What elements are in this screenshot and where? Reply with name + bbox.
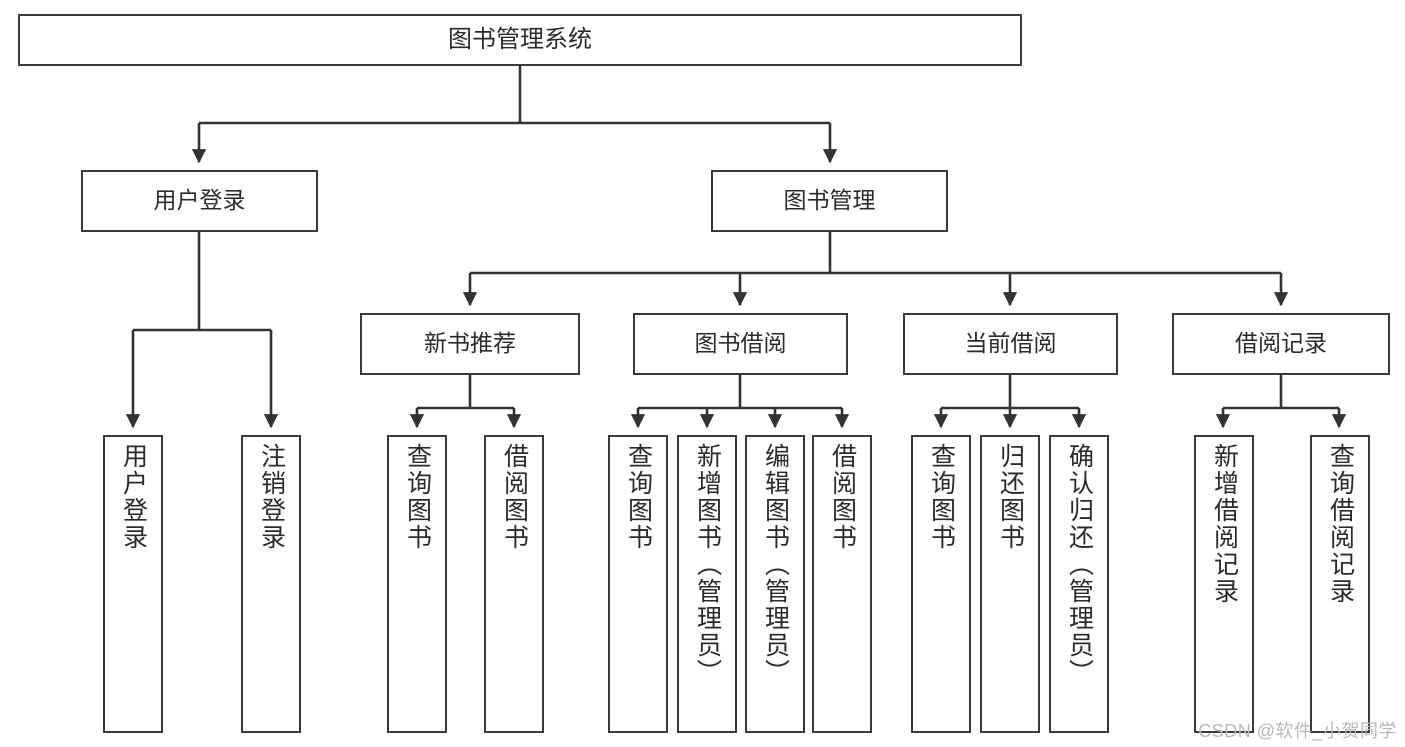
node-label: 图书借阅 — [694, 330, 787, 357]
node-leaf-user-logout[interactable]: 注销登录 — [241, 435, 301, 733]
node-label: 借阅记录 — [1235, 330, 1327, 357]
node-label: 查询借阅记录 — [1326, 443, 1355, 605]
node-label: 查询图书 — [624, 443, 653, 551]
node-leaf-current-query-book[interactable]: 查询图书 — [911, 435, 971, 733]
node-label: 图书管理 — [783, 187, 876, 214]
node-borrow-record[interactable]: 借阅记录 — [1172, 313, 1390, 375]
node-label: 查询图书 — [403, 443, 432, 551]
node-label: 新书推荐 — [424, 330, 516, 357]
node-label: 用户登录 — [119, 443, 148, 551]
node-leaf-borrow-add-book[interactable]: 新增图书（管理员） — [677, 435, 737, 733]
watermark-text: CSDN @软件_小贺同学 — [1198, 721, 1397, 741]
node-leaf-current-return-book[interactable]: 归还图书 — [980, 435, 1040, 733]
node-label: 用户登录 — [153, 187, 246, 214]
node-leaf-current-confirm-return[interactable]: 确认归还（管理员） — [1049, 435, 1109, 733]
node-book-borrow[interactable]: 图书借阅 — [633, 313, 848, 375]
node-leaf-borrow-edit-book[interactable]: 编辑图书（管理员） — [745, 435, 805, 733]
node-leaf-record-add[interactable]: 新增借阅记录 — [1194, 435, 1254, 733]
node-book-management[interactable]: 图书管理 — [711, 170, 948, 232]
node-label: 借阅图书 — [828, 443, 857, 551]
node-current-borrow[interactable]: 当前借阅 — [903, 313, 1118, 375]
node-leaf-borrow-query-book[interactable]: 查询图书 — [608, 435, 668, 733]
node-leaf-user-login[interactable]: 用户登录 — [103, 435, 163, 733]
node-leaf-recommend-borrow-book[interactable]: 借阅图书 — [484, 435, 544, 733]
node-label: 新增借阅记录 — [1210, 443, 1239, 605]
node-label: 归还图书 — [996, 443, 1025, 551]
node-leaf-record-query[interactable]: 查询借阅记录 — [1310, 435, 1370, 733]
node-new-book-recommend[interactable]: 新书推荐 — [360, 313, 580, 375]
node-label: 确认归还（管理员） — [1065, 443, 1094, 686]
node-label: 新增图书（管理员） — [693, 443, 722, 686]
node-root-system[interactable]: 图书管理系统 — [18, 14, 1022, 66]
node-label: 借阅图书 — [500, 443, 529, 551]
node-label: 图书管理系统 — [448, 25, 592, 53]
node-label: 查询图书 — [927, 443, 956, 551]
node-label: 当前借阅 — [964, 330, 1057, 357]
node-leaf-borrow-borrow-book[interactable]: 借阅图书 — [812, 435, 872, 733]
node-leaf-recommend-query-book[interactable]: 查询图书 — [387, 435, 447, 733]
node-label: 编辑图书（管理员） — [761, 443, 790, 686]
node-user-login[interactable]: 用户登录 — [81, 170, 318, 232]
node-label: 注销登录 — [257, 443, 286, 551]
